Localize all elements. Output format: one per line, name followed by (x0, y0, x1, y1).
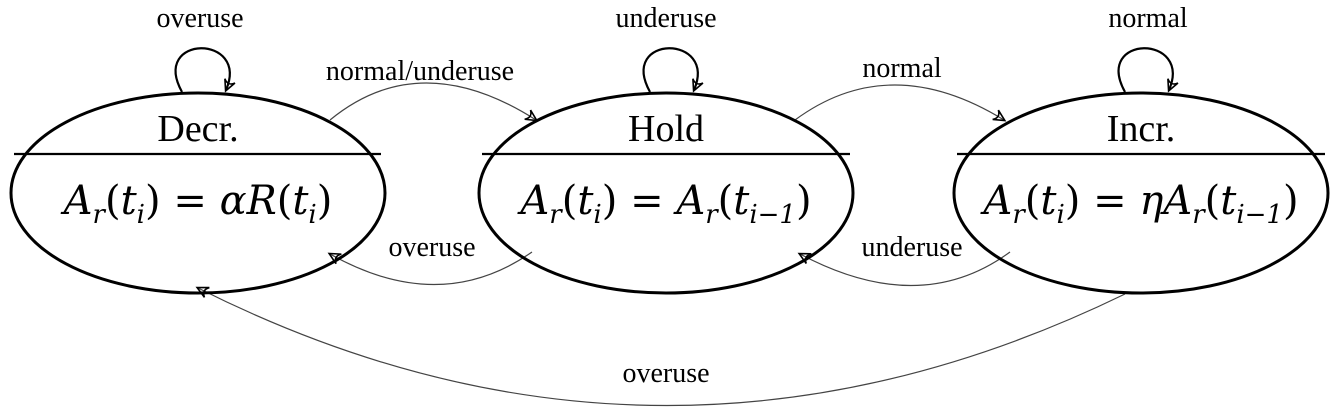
incr-to-decr-label: overuse (622, 358, 709, 389)
state-decr: Decr. Ar(ti) = αR(ti) (9, 91, 387, 295)
hold-to-incr-label: normal (862, 53, 942, 84)
decr-to-hold-label: normal/underuse (326, 56, 514, 87)
state-decr-formula: Ar(ti) = αR(ti) (60, 178, 333, 230)
incr-to-decr-arrow (195, 286, 1126, 407)
hold-to-incr-arrow (794, 84, 1007, 122)
state-incr: Incr. Ar(ti) = ηAr(ti−1) (952, 91, 1330, 295)
state-hold-title: Hold (628, 108, 704, 150)
decr-self-loop-arrow (174, 47, 236, 93)
state-hold-ellipse (477, 91, 855, 295)
incr-to-hold-arrow (797, 251, 1011, 287)
hold-to-decr-label: overuse (388, 232, 475, 263)
incr-to-hold-label: underuse (861, 232, 962, 263)
hold-self-loop-label: underuse (615, 3, 716, 34)
state-decr-ellipse (9, 91, 387, 295)
incr-self-loop-arrow (1117, 47, 1179, 93)
state-hold-formula: Ar(ti) = Ar(ti−1) (516, 178, 811, 230)
state-incr-ellipse (952, 91, 1330, 295)
incr-self-loop-label: normal (1108, 3, 1188, 34)
hold-to-decr-arrow (327, 251, 533, 286)
hold-self-loop-arrow (642, 47, 704, 93)
state-incr-title: Incr. (1107, 108, 1176, 150)
decr-self-loop-label: overuse (156, 3, 243, 34)
state-hold: Hold Ar(ti) = Ar(ti−1) (477, 91, 855, 295)
state-decr-title: Decr. (157, 108, 238, 150)
state-incr-formula: Ar(ti) = ηAr(ti−1) (979, 178, 1298, 230)
decr-to-hold-arrow (329, 82, 539, 122)
